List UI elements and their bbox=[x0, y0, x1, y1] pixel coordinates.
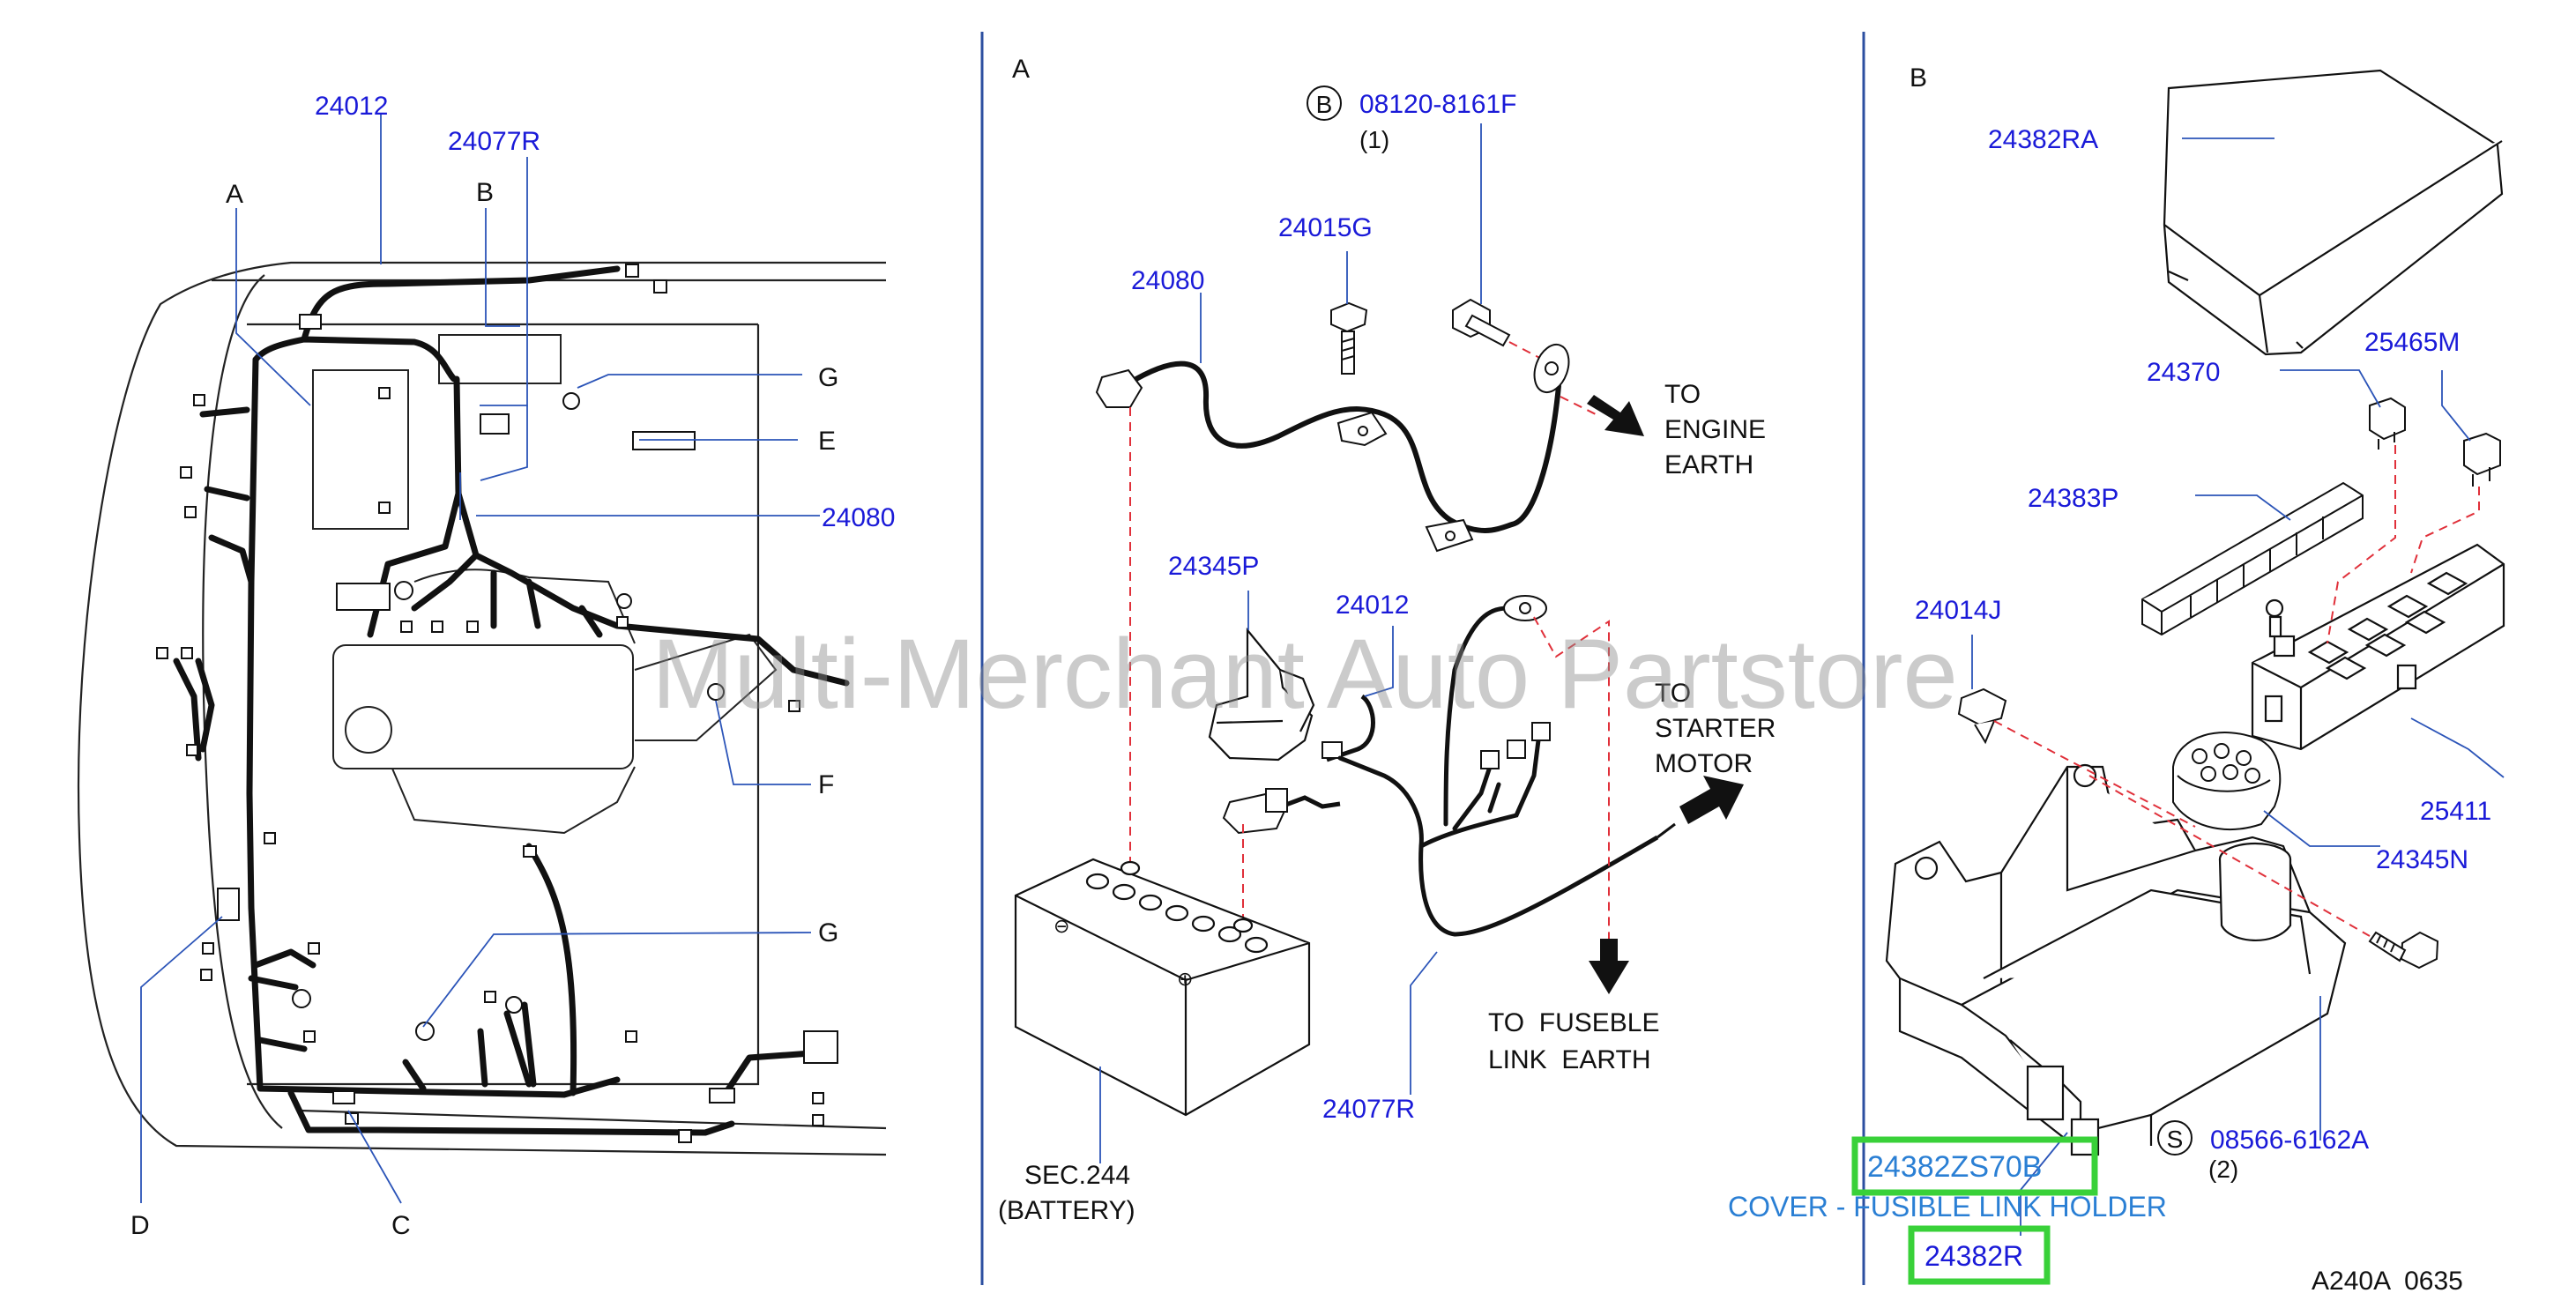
harness-connectors bbox=[156, 264, 838, 1143]
left-letter-G-bottom: G bbox=[818, 918, 838, 948]
left-letter-A: A bbox=[226, 180, 243, 209]
middle-bolt-letter: B bbox=[1316, 91, 1333, 118]
highlight-box-24382ZS70B bbox=[1851, 1136, 2098, 1196]
right-label-24383P[interactable]: 24383P bbox=[2028, 484, 2118, 513]
svg-text:⊕: ⊕ bbox=[1177, 968, 1193, 990]
engine-earth-line2: ENGINE bbox=[1664, 415, 1766, 444]
starter-motor-line2: STARTER bbox=[1655, 714, 1776, 743]
right-label-25465M[interactable]: 25465M bbox=[2364, 328, 2460, 357]
screw-08566-6162A bbox=[2368, 931, 2439, 970]
middle-bolt-qty: (1) bbox=[1359, 126, 1389, 153]
cap-24345N bbox=[2172, 732, 2282, 830]
left-letter-B: B bbox=[476, 178, 494, 207]
right-screw-letter: S bbox=[2167, 1126, 2184, 1153]
right-section-letter: B bbox=[1910, 63, 1927, 93]
arrow-to-fusible-link-earth bbox=[1589, 939, 1629, 994]
left-label-24077R[interactable]: 24077R bbox=[448, 127, 540, 156]
right-label-24014J[interactable]: 24014J bbox=[1915, 596, 2001, 625]
cover-24382RA bbox=[2163, 69, 2504, 356]
engine-earth-line3: EARTH bbox=[1664, 450, 1753, 479]
right-label-24370[interactable]: 24370 bbox=[2147, 358, 2220, 387]
starter-motor-line3: MOTOR bbox=[1655, 749, 1753, 778]
right-screw-letter-circle bbox=[2157, 1120, 2193, 1156]
cover-fusible-link-holder-label: COVER - FUSIBLE LINK HOLDER bbox=[1728, 1191, 2167, 1223]
left-letter-G-top: G bbox=[818, 363, 838, 392]
harness-24012 bbox=[1222, 595, 1676, 937]
starter-motor-line1: TO bbox=[1655, 679, 1691, 708]
middle-section-letter: A bbox=[1012, 55, 1030, 84]
left-letter-E: E bbox=[818, 427, 836, 456]
fusible-link-earth-line2: LINK EARTH bbox=[1488, 1045, 1651, 1074]
right-label-25411[interactable]: 25411 bbox=[2420, 797, 2491, 826]
right-label-24382R[interactable]: 24382R bbox=[1925, 1240, 2023, 1272]
fusible-link-earth-line1: TO FUSEBLE bbox=[1488, 1008, 1660, 1037]
bolt-08120-dashed bbox=[1508, 341, 1552, 365]
earth-dashed bbox=[1560, 396, 1597, 415]
clip-24014J bbox=[1957, 687, 2007, 745]
battery: ⊖ ⊕ bbox=[1014, 858, 1311, 1117]
right-label-24382RA[interactable]: 24382RA bbox=[1988, 125, 2098, 154]
engine-block bbox=[312, 334, 778, 835]
battery-sec-label: SEC.244 bbox=[1024, 1161, 1130, 1190]
car-outline bbox=[77, 261, 887, 1156]
middle-label-08120-8161F[interactable]: 08120-8161F bbox=[1359, 90, 1516, 119]
left-label-24012[interactable]: 24012 bbox=[315, 92, 388, 121]
left-letter-C: C bbox=[391, 1211, 411, 1240]
fusible-link-dashed bbox=[1533, 616, 1610, 943]
left-letter-F: F bbox=[818, 770, 834, 799]
middle-bolt-letter-circle bbox=[1307, 85, 1342, 121]
strip-24383P bbox=[2141, 481, 2364, 636]
right-label-08566-6162A[interactable]: 08566-6162A bbox=[2210, 1126, 2369, 1155]
highlight-box-24382R bbox=[1908, 1225, 2051, 1285]
right-dashed-lines bbox=[1993, 445, 2480, 937]
right-label-24345N[interactable]: 24345N bbox=[2376, 845, 2468, 874]
right-label-24382ZS70B[interactable]: 24382ZS70B bbox=[1867, 1150, 2043, 1184]
figure-code: A240A 0635 bbox=[2312, 1267, 2463, 1296]
arrow-to-starter-motor bbox=[1679, 776, 1744, 824]
cable-24080 bbox=[1095, 343, 1570, 553]
holder-25411 bbox=[2251, 543, 2505, 751]
middle-leader-lines bbox=[1099, 123, 1482, 1163]
left-label-24080[interactable]: 24080 bbox=[822, 503, 895, 532]
svg-text:⊖: ⊖ bbox=[1053, 915, 1069, 937]
left-leader-lines bbox=[140, 115, 820, 1204]
arrow-to-engine-earth bbox=[1587, 395, 1644, 436]
middle-label-24080[interactable]: 24080 bbox=[1131, 266, 1204, 295]
battery-label: (BATTERY) bbox=[998, 1196, 1135, 1225]
bolt-08120-8161F bbox=[1452, 298, 1511, 347]
engine-earth-line1: TO bbox=[1664, 380, 1701, 409]
left-letter-D: D bbox=[130, 1211, 150, 1240]
middle-label-24015G[interactable]: 24015G bbox=[1278, 213, 1373, 242]
middle-label-24077R[interactable]: 24077R bbox=[1322, 1095, 1415, 1124]
middle-label-24012[interactable]: 24012 bbox=[1336, 591, 1409, 620]
right-screw-qty: (2) bbox=[2208, 1156, 2238, 1183]
cover-24345P bbox=[1208, 627, 1315, 762]
fuse-25465M bbox=[2463, 432, 2501, 487]
bolt-24015G bbox=[1330, 301, 1368, 375]
relay-24370 bbox=[2369, 397, 2406, 450]
middle-label-24345P[interactable]: 24345P bbox=[1168, 552, 1259, 581]
holder-body-24382R bbox=[1885, 763, 2347, 1156]
